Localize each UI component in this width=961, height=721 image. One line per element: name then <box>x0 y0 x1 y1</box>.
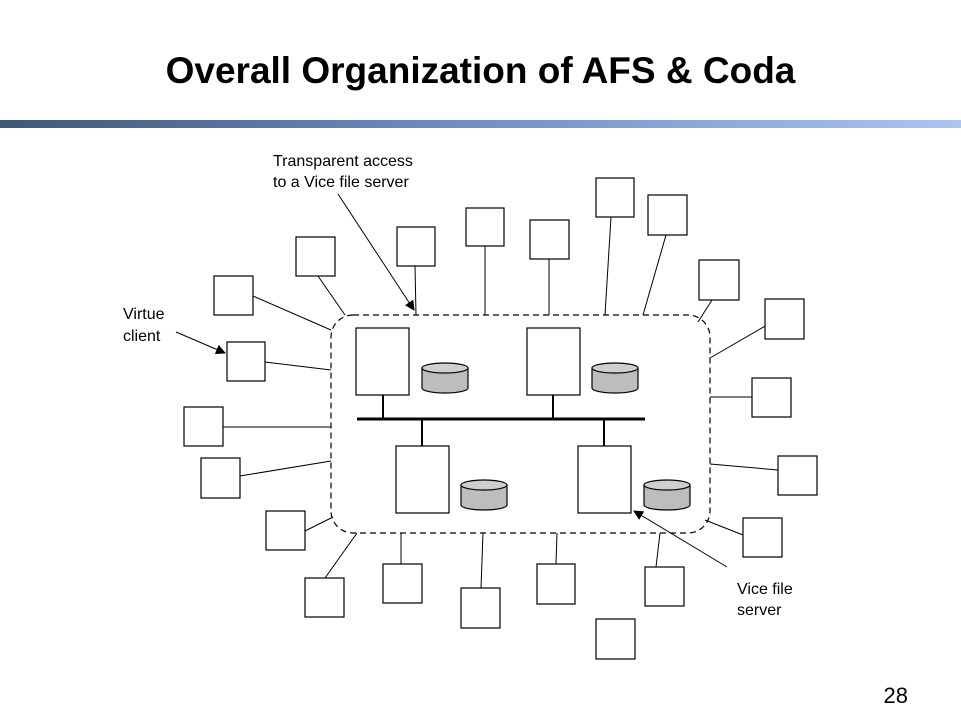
vice-server <box>395 445 508 514</box>
title-underline <box>0 120 961 128</box>
vice-server-arrow <box>633 510 728 568</box>
virtue-client <box>382 563 423 604</box>
virtue-client <box>764 298 805 340</box>
virtue-client-arrow <box>175 331 226 355</box>
virtue-client <box>183 406 224 447</box>
slide-title: Overall Organization of AFS & Coda <box>165 50 796 91</box>
virtue-client-label: client <box>123 328 161 345</box>
virtue-client <box>295 236 336 277</box>
vice-server <box>577 445 691 514</box>
virtue-client <box>595 618 636 660</box>
client-links <box>223 216 779 589</box>
virtue-client <box>465 207 505 247</box>
page-number: 28 <box>883 683 908 708</box>
virtue-client <box>200 457 241 499</box>
virtue-client <box>529 219 570 260</box>
vice-server <box>355 327 469 396</box>
virtue-client <box>226 341 266 382</box>
network-bus <box>357 395 645 446</box>
virtue-client-label: Virtue <box>123 306 165 323</box>
transparent-access-label: Transparent access <box>273 153 413 170</box>
transparent-access-label: to a Vice file server <box>273 174 409 191</box>
virtue-client <box>396 226 436 267</box>
vice-server-label: Vice file <box>737 581 793 598</box>
vice-server-label: server <box>737 602 782 619</box>
virtue-client <box>595 177 635 218</box>
virtue-client <box>536 563 576 605</box>
virtue-clients <box>183 177 818 660</box>
virtue-client <box>213 275 254 316</box>
virtue-client <box>460 587 501 629</box>
transparent-access-arrow <box>337 193 415 311</box>
virtue-client <box>644 566 685 607</box>
vice-server <box>526 327 639 396</box>
virtue-client <box>647 194 688 236</box>
virtue-client <box>777 455 818 496</box>
virtue-client <box>751 377 792 418</box>
vice-boundary <box>330 314 711 534</box>
virtue-client <box>304 577 345 618</box>
virtue-client <box>698 259 740 301</box>
virtue-client <box>742 517 783 558</box>
virtue-client <box>265 510 306 551</box>
